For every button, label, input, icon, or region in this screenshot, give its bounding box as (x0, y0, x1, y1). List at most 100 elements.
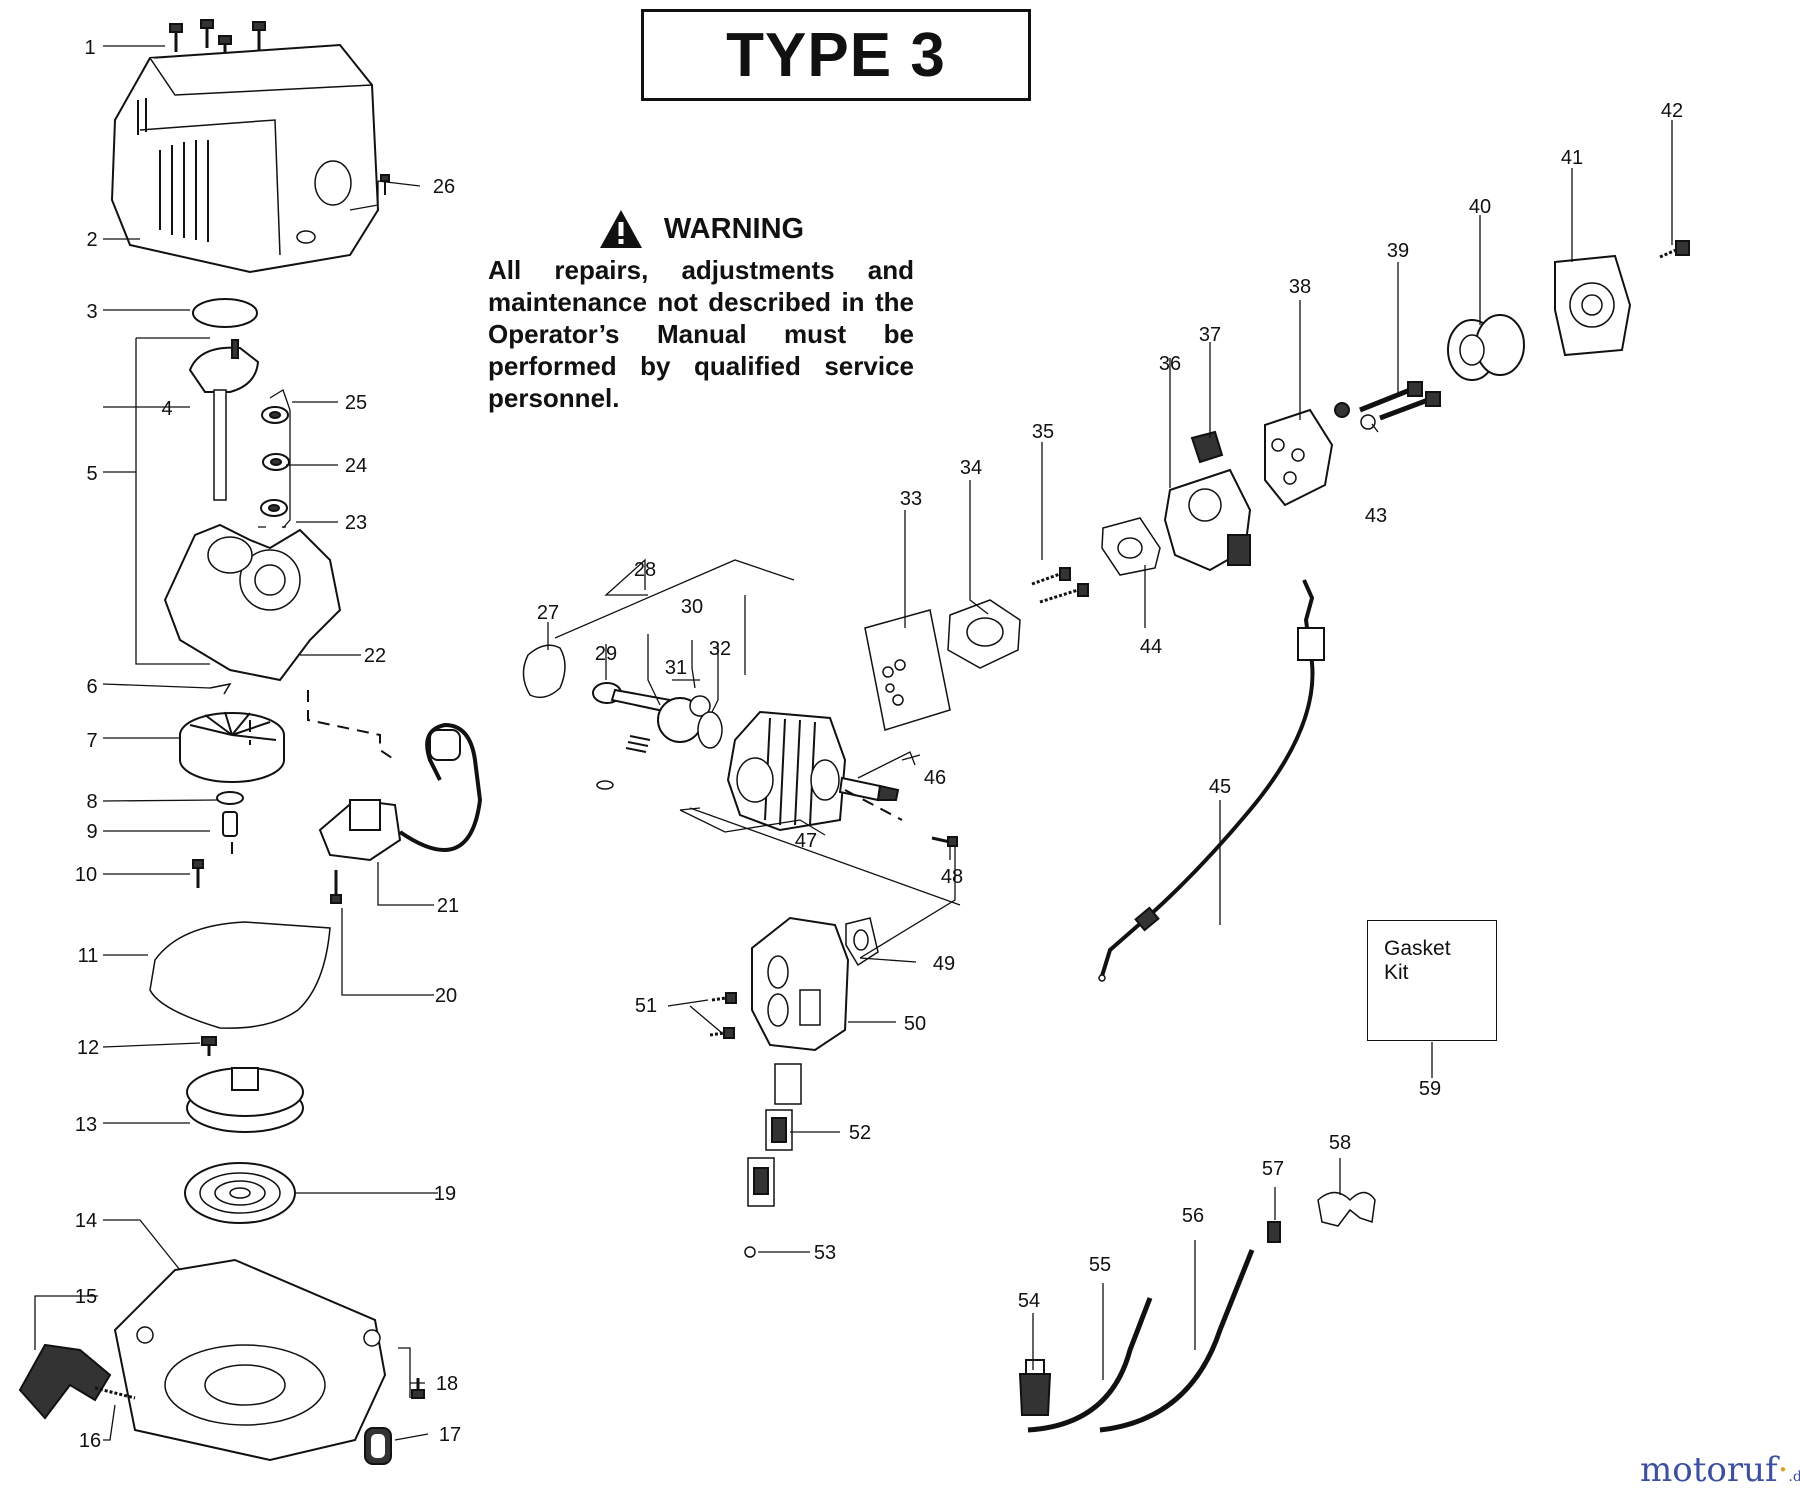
part-3-o-ring (192, 298, 258, 328)
callout-16: 16 (79, 1430, 101, 1452)
callout-18: 18 (436, 1373, 458, 1395)
part-34-spacer (947, 599, 1021, 669)
part-54-fuel-filter (1018, 1359, 1052, 1416)
part-20-screw (330, 870, 342, 904)
part-18-screw (411, 1378, 425, 1399)
part-12-screw (201, 1036, 217, 1056)
callout-44: 44 (1140, 636, 1162, 658)
part-56-fuel-line (1099, 1249, 1255, 1433)
part-13-pulley (186, 1067, 304, 1133)
part-10-screw (192, 859, 204, 888)
callout-45: 45 (1209, 776, 1231, 798)
callout-53: 53 (814, 1242, 836, 1264)
callout-54: 54 (1018, 1290, 1040, 1312)
callout-57: 57 (1262, 1158, 1284, 1180)
part-41-air-cover (1554, 254, 1632, 357)
callout-34: 34 (960, 457, 982, 479)
callout-28: 28 (634, 559, 656, 581)
callout-55: 55 (1089, 1254, 1111, 1276)
callout-41: 41 (1561, 147, 1583, 169)
callout-11: 11 (78, 945, 99, 967)
part-1-screws (169, 19, 266, 64)
callout-29: 29 (595, 643, 617, 665)
callout-9: 9 (86, 821, 97, 843)
callout-50: 50 (904, 1013, 926, 1035)
callout-48: 48 (941, 866, 963, 888)
callout-10: 10 (75, 864, 97, 886)
part-15-handle (18, 1343, 136, 1420)
part-42-screw (1659, 240, 1690, 259)
gasket-kit-line2: Kit (1384, 961, 1409, 984)
part-55-fuel-line (1027, 1297, 1153, 1433)
part-11-plate (149, 921, 331, 1029)
callout-33: 33 (900, 488, 922, 510)
part-52-screens (747, 1063, 802, 1207)
callout-8: 8 (86, 791, 97, 813)
part-50-muffler (751, 916, 850, 1052)
part-9-sleeve (222, 811, 238, 837)
warning-notice: WARNING All repairs, adjustments and mai… (488, 208, 914, 414)
callout-25: 25 (345, 392, 367, 414)
part-drawings (18, 19, 1690, 1465)
callout-21: 21 (437, 895, 459, 917)
callout-4: 4 (161, 398, 172, 420)
watermark-suffix: .de (1788, 1469, 1800, 1485)
callout-47: 47 (795, 830, 817, 852)
callout-7: 7 (86, 730, 97, 752)
part-51-screws (709, 992, 737, 1039)
callout-2: 2 (86, 229, 97, 251)
callout-13: 13 (75, 1114, 97, 1136)
part-32-ring (697, 711, 723, 749)
part-40-filter (1447, 314, 1525, 381)
part-14-starter-housing (113, 1258, 387, 1462)
part-26-screw (380, 174, 390, 195)
callout-1: 1 (84, 37, 95, 59)
part-35-screws (1031, 567, 1089, 604)
part-4-crankshaft (188, 339, 260, 501)
part-19-spring (184, 1162, 296, 1224)
part-46-spark-plug (838, 776, 900, 802)
leader-lines (34, 45, 1673, 1441)
part-36-carburetor (1163, 468, 1252, 572)
part-2-engine-cover (110, 43, 380, 274)
gasket-kit-box: Gasket Kit (1367, 920, 1497, 1041)
part-29-connecting-rod (592, 682, 672, 790)
callout-40: 40 (1469, 196, 1491, 218)
part-23-25-bearings (260, 389, 291, 529)
type-label: TYPE 3 (641, 9, 1031, 101)
callout-26: 26 (433, 176, 455, 198)
callout-6: 6 (86, 676, 97, 698)
callout-49: 49 (933, 953, 955, 975)
callout-12: 12 (77, 1037, 99, 1059)
watermark-name: motoruf (1640, 1450, 1778, 1490)
watermark-logo: motoruf·.de (1640, 1450, 1800, 1490)
callout-56: 56 (1182, 1205, 1204, 1227)
callout-14: 14 (75, 1210, 97, 1232)
warning-title: WARNING (663, 212, 805, 245)
callout-31: 31 (665, 657, 687, 679)
watermark-accent: · (1777, 1450, 1789, 1490)
part-6-clip (209, 682, 232, 695)
callout-15: 15 (75, 1286, 97, 1308)
callout-43: 43 (1365, 505, 1387, 527)
callout-51: 51 (635, 995, 657, 1017)
gasket-kit-line1: Gasket (1384, 937, 1451, 960)
part-45-throttle-cable (1098, 579, 1325, 982)
warning-triangle-icon (599, 210, 642, 248)
callout-59: 59 (1419, 1078, 1441, 1100)
callout-20: 20 (435, 985, 457, 1007)
part-47-cylinder (726, 710, 847, 832)
part-27-gasket (522, 644, 566, 699)
part-53-nut (744, 1246, 756, 1258)
part-21-ignition-module (318, 722, 483, 862)
callout-37: 37 (1199, 324, 1221, 346)
callout-3: 3 (86, 301, 97, 323)
part-57-grommet (1267, 1221, 1281, 1243)
part-39-bolts (1359, 381, 1441, 421)
callout-36: 36 (1159, 353, 1181, 375)
part-37-primer (1190, 430, 1224, 464)
warning-text: All repairs, adjustments and maintenance… (488, 255, 914, 413)
part-58-clip (1317, 1191, 1376, 1227)
callout-24: 24 (345, 455, 367, 477)
